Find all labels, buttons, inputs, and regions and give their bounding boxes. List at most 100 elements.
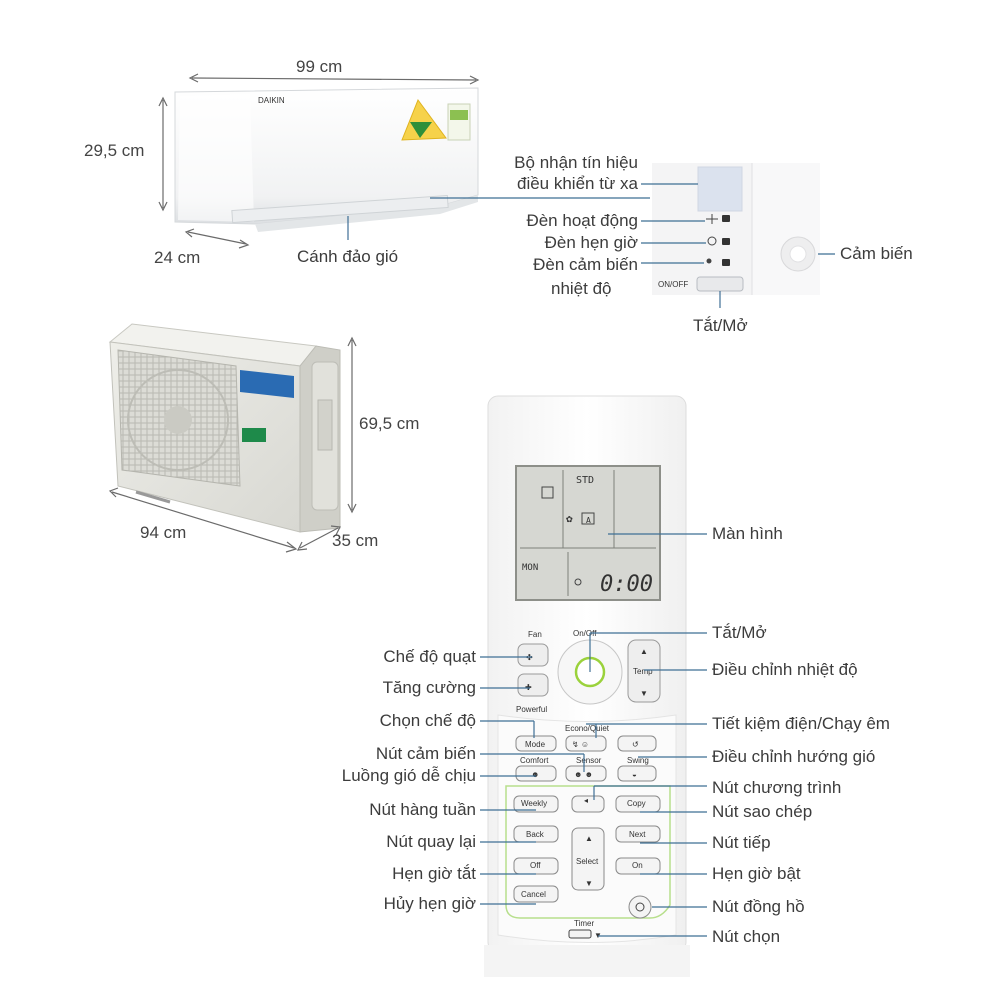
flap-callout: Cánh đảo gió: [297, 247, 399, 266]
lcd-std: STD: [576, 475, 594, 486]
clock-button-callout: Nút đồng hồ: [712, 897, 805, 916]
timer-select-button[interactable]: [568, 929, 592, 939]
off-timer-callout: Hẹn giờ tắt: [392, 864, 476, 883]
remote-back-label: Back: [526, 830, 545, 839]
remote-fan-label: Fan: [528, 630, 542, 639]
remote-timer-label: Timer: [574, 919, 594, 928]
remote-cancel-label: Cancel: [521, 890, 546, 899]
mode-button[interactable]: [515, 735, 557, 752]
copy-button[interactable]: [615, 795, 661, 813]
select-down-icon: ▼: [585, 879, 593, 888]
remote-onoff-callout: Tắt/Mở: [712, 623, 767, 642]
cancel-timer-callout: Hủy hẹn giờ: [383, 894, 476, 913]
on-timer-callout: Hẹn giờ bật: [712, 864, 801, 883]
outdoor-width-label: 94 cm: [140, 523, 187, 542]
temp-sensor-lamp-callout-line1: Đèn cảm biến: [533, 255, 638, 274]
select-button-callout: Nút chọn: [712, 927, 781, 946]
on-timer-button[interactable]: [615, 857, 661, 875]
fan-mode-callout: Chế độ quạt: [383, 647, 476, 666]
swing-button[interactable]: [617, 765, 657, 782]
remote-mode-label: Mode: [525, 740, 546, 749]
remote-comfort-label: Comfort: [520, 756, 549, 765]
lcd-mode: A: [586, 516, 591, 525]
mode-select-callout: Chọn chế độ: [379, 711, 476, 730]
comfort-icon: ☻: [531, 770, 539, 779]
weekly-button-callout: Nút hàng tuần: [369, 800, 476, 819]
outdoor-height-label: 69,5 cm: [359, 414, 420, 433]
lcd-time: 0:00: [600, 572, 653, 597]
remote-copy-label: Copy: [627, 799, 646, 808]
outdoor-depth-label: 35 cm: [332, 531, 379, 550]
dimension-arrows: [108, 73, 480, 553]
remote-temp-label: Temp: [633, 667, 653, 676]
temp-adjust-callout: Điều chỉnh nhiệt độ: [712, 660, 858, 679]
lcd-day: MON: [522, 563, 538, 573]
temp-button[interactable]: [627, 639, 661, 703]
timer-down-icon: ▼: [594, 931, 602, 940]
swing-top-button[interactable]: [617, 735, 657, 752]
back-button-callout: Nút quay lại: [386, 832, 476, 851]
swing-up-icon: ↺: [632, 740, 639, 749]
operation-lamp-callout: Đèn hoạt động: [526, 211, 638, 230]
fan-button[interactable]: [517, 643, 549, 667]
comfort-airflow-callout: Luồng gió dễ chịu: [341, 766, 476, 785]
next-button[interactable]: [615, 825, 661, 843]
cancel-button[interactable]: [513, 885, 559, 903]
program-button[interactable]: [571, 795, 605, 813]
copy-button-callout: Nút sao chép: [712, 802, 813, 821]
callout-lines: [347, 183, 835, 937]
sensor-icon: ☻ ☻: [574, 770, 593, 779]
remote-timer-buttons: Weekly ◂ Copy Back Next ▲ Select ▼ Off O…: [513, 795, 661, 940]
econo-quiet-button[interactable]: [565, 735, 607, 752]
temp-sensor-lamp-callout-line2: nhiệt độ: [551, 279, 612, 298]
clock-button[interactable]: [628, 895, 652, 919]
outdoor-unit: [108, 323, 341, 533]
indoor-display-panel: [652, 163, 820, 295]
swing-adjust-callout: Điều chỉnh hướng gió: [712, 747, 876, 766]
temp-down-icon: ▼: [640, 689, 648, 698]
sensor-button[interactable]: [565, 765, 607, 782]
clock-icon: [635, 902, 645, 912]
timer-lamp-callout: Đèn hẹn giờ: [544, 233, 638, 252]
indoor-width-label: 99 cm: [296, 57, 343, 76]
select-button[interactable]: [571, 827, 605, 891]
remote-top-buttons: Fan ✤ ✚ Powerful On/Off ▲ Temp ▼: [516, 629, 661, 714]
remote-select-label: Select: [576, 857, 599, 866]
remote-onoff-label: On/Off: [573, 629, 597, 638]
powerful-button[interactable]: [517, 673, 549, 697]
econo-quiet-callout: Tiết kiệm điện/Chạy êm: [712, 714, 890, 733]
remote-swing-label: Swing: [627, 756, 649, 765]
remote-powerful-label: Powerful: [516, 705, 547, 714]
panel-onoff-label: ON/OFF: [658, 280, 688, 289]
sensor-button-callout: Nút cảm biến: [375, 744, 476, 763]
swing-icon: ◒: [632, 770, 637, 779]
indoor-unit: DAIKIN: [174, 87, 479, 232]
receiver-callout-line2: điều khiển từ xa: [516, 174, 638, 193]
program-button-callout: Nút chương trình: [712, 778, 842, 797]
temp-up-icon: ▲: [640, 647, 648, 656]
remote-next-label: Next: [629, 830, 646, 839]
remote-lcd: ✿ A STD MON 0:00: [515, 465, 661, 601]
indoor-onoff-callout: Tắt/Mở: [693, 316, 748, 335]
indoor-height-label: 29,5 cm: [84, 141, 145, 160]
remote-econo-label: Econo/Quiet: [565, 724, 610, 733]
select-up-icon: ▲: [585, 834, 593, 843]
remote-weekly-label: Weekly: [521, 799, 547, 808]
sensor-callout: Cảm biến: [840, 244, 913, 263]
svg-text:DAIKIN: DAIKIN: [258, 96, 285, 105]
econo-icon: ↯ ☺: [572, 740, 589, 749]
receiver-callout-line1: Bộ nhận tín hiệu: [514, 153, 638, 172]
remote-off-label: Off: [530, 861, 541, 870]
remote-mid-buttons: Econo/Quiet Mode ↯ ☺ ↺ Comfort Sensor Sw…: [515, 724, 657, 782]
powerful-callout: Tăng cường: [382, 678, 476, 697]
indoor-depth-label: 24 cm: [154, 248, 201, 267]
remote-on-label: On: [632, 861, 643, 870]
remote-sensor-label: Sensor: [576, 756, 602, 765]
next-button-callout: Nút tiếp: [712, 833, 771, 852]
program-icon: ◂: [584, 796, 588, 805]
svg-text:✿: ✿: [566, 512, 573, 525]
comfort-button[interactable]: [515, 765, 557, 782]
weekly-button[interactable]: [513, 795, 559, 813]
